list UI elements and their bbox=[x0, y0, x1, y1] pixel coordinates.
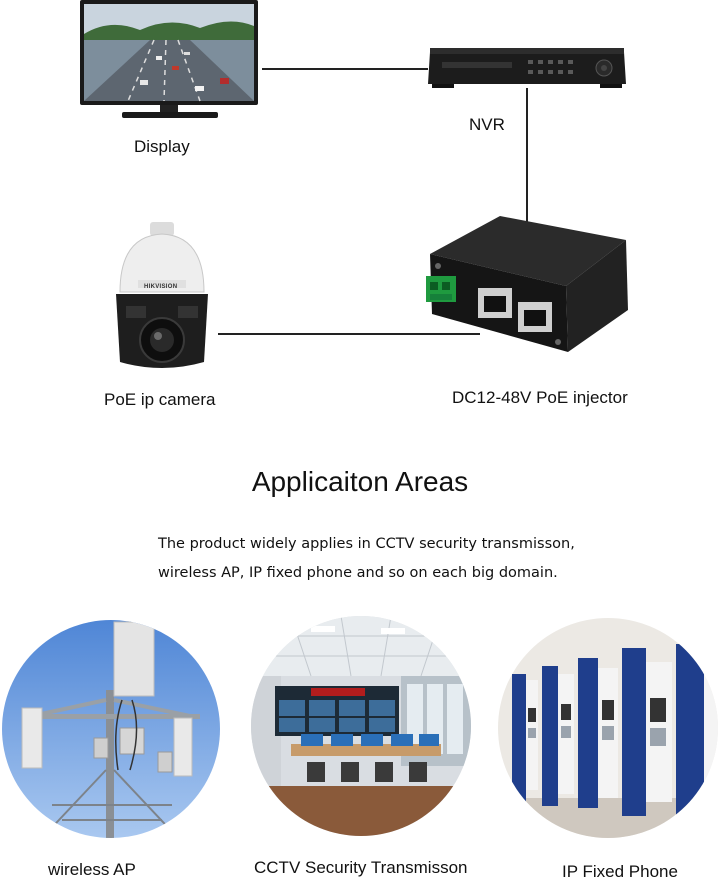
nvr-recorder-icon bbox=[428, 44, 628, 90]
caption-ip-phone: IP Fixed Phone bbox=[562, 862, 678, 881]
nvr-label: NVR bbox=[469, 115, 505, 134]
camera-label: PoE ip camera bbox=[104, 390, 216, 409]
section-title: Applicaiton Areas bbox=[251, 466, 469, 497]
display-label: Display bbox=[134, 137, 190, 156]
description-line-2: wireless AP, IP fixed phone and so on ea… bbox=[158, 565, 558, 581]
camera-brand-text: HIKVISION bbox=[144, 284, 178, 290]
poe-injector-icon bbox=[420, 214, 632, 360]
wireless-ap-photo bbox=[2, 620, 220, 838]
cctv-control-room-photo bbox=[251, 616, 471, 836]
display-monitor-icon bbox=[80, 0, 260, 122]
connector-camera-injector bbox=[218, 333, 480, 335]
caption-cctv: CCTV Security Transmisson bbox=[254, 858, 468, 877]
connector-display-nvr bbox=[262, 68, 428, 70]
injector-label: DC12-48V PoE injector bbox=[452, 388, 628, 407]
ip-phone-booth-photo bbox=[498, 618, 718, 838]
connector-nvr-injector bbox=[526, 88, 528, 223]
caption-wireless-ap: wireless AP bbox=[48, 860, 136, 879]
ptz-camera-icon: HIKVISION bbox=[112, 222, 212, 372]
description-line-1: The product widely applies in CCTV secur… bbox=[158, 536, 575, 552]
